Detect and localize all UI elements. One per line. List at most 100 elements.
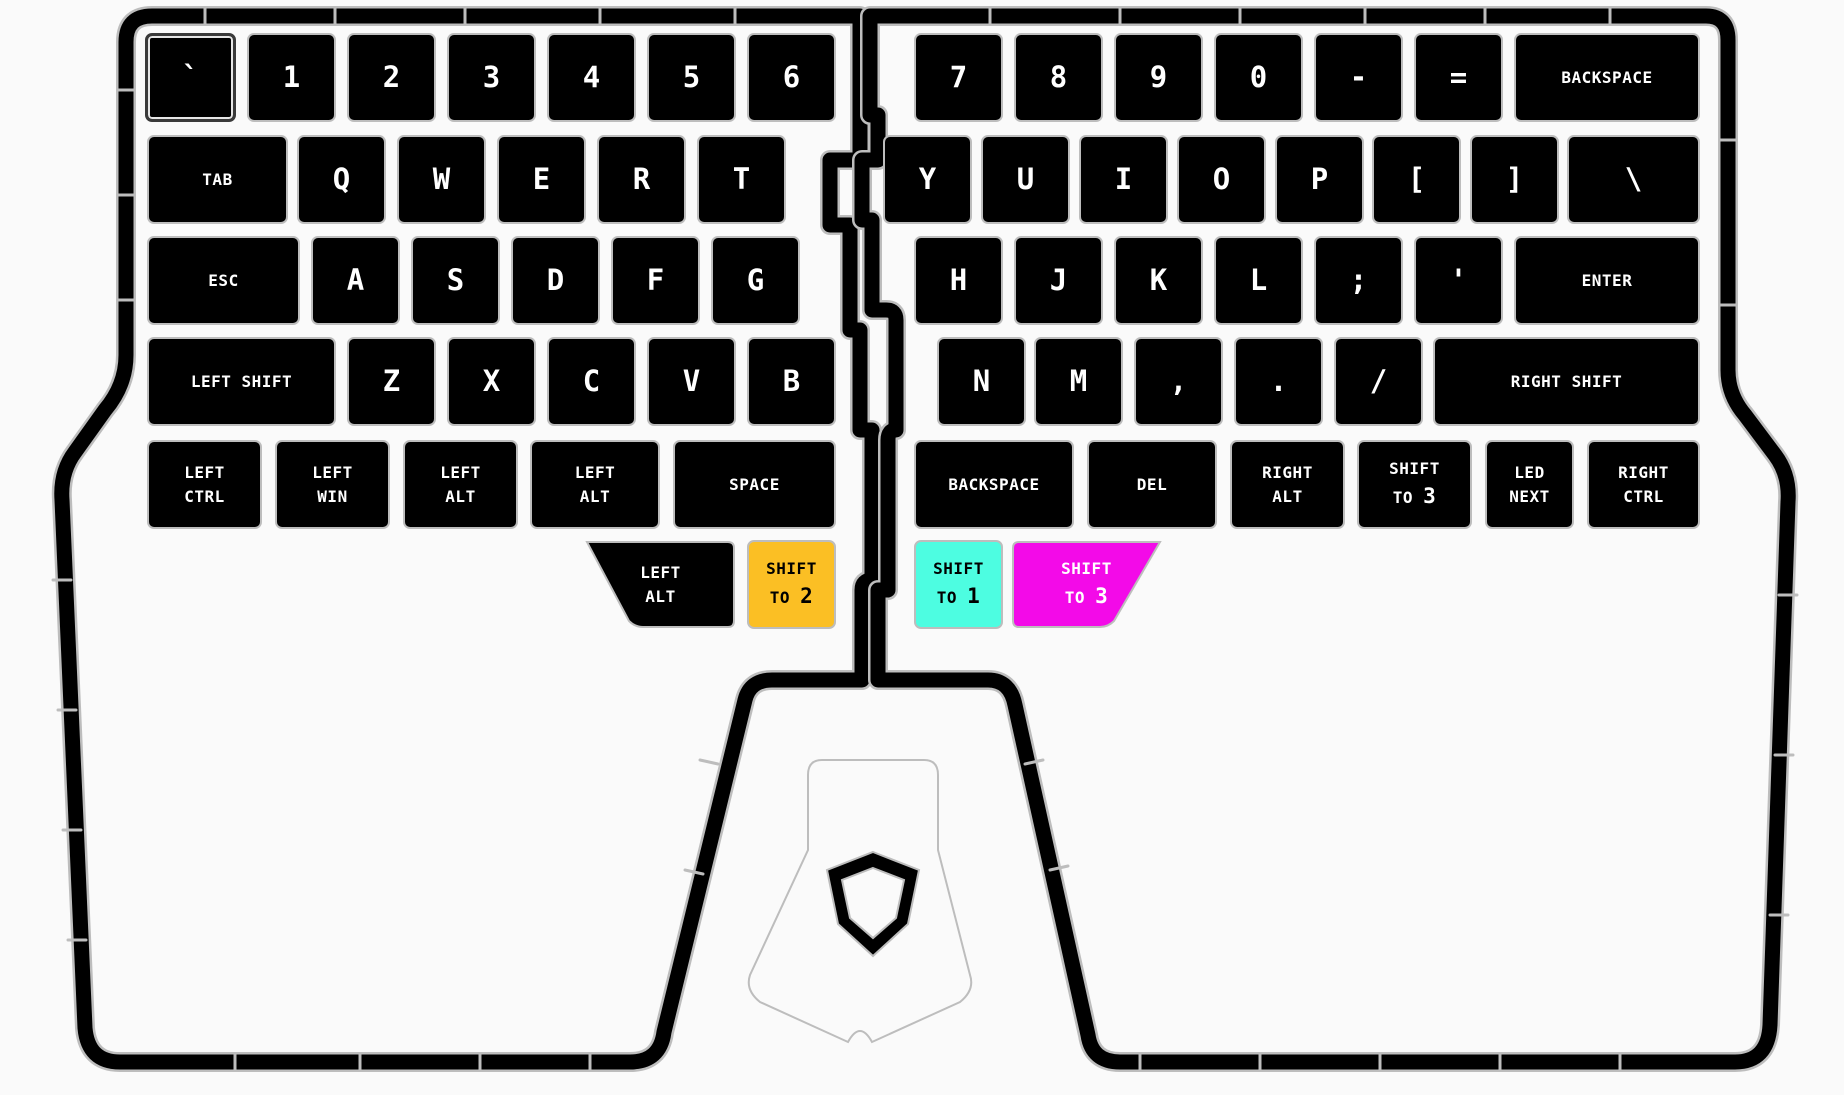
key-backspace-right-label: BACKSPACE [1561,67,1653,87]
key-3[interactable]: 3 [447,33,536,122]
key-m[interactable]: M [1034,337,1123,426]
key-comma[interactable]: , [1134,337,1223,426]
key-7[interactable]: 7 [914,33,1003,122]
key-b[interactable]: B [747,337,836,426]
key-semicolon-label: ; [1349,262,1368,297]
key-p-label: P [1310,161,1329,196]
key-g-label: G [746,262,765,297]
key-backspace-thumb-label: BACKSPACE [948,474,1040,494]
key-s[interactable]: S [411,236,500,325]
key-0[interactable]: 0 [1214,33,1303,122]
key-6[interactable]: 6 [747,33,836,122]
key-w[interactable]: W [397,135,486,224]
key-slash[interactable]: / [1334,337,1423,426]
key-semicolon[interactable]: ; [1314,236,1403,325]
key-rbracket[interactable]: ] [1470,135,1559,224]
key-left-ctrl-label-line-1: LEFT [184,462,225,482]
key-minus[interactable]: - [1314,33,1403,122]
key-space-label: SPACE [729,474,780,494]
key-1[interactable]: 1 [247,33,336,122]
key-shift-to-3-a-layer-number: 3 [1423,483,1437,508]
key-shift-to-3-b-layer-number: 3 [1095,583,1109,608]
key-c[interactable]: C [547,337,636,426]
key-d[interactable]: D [511,236,600,325]
key-u[interactable]: U [981,135,1070,224]
key-v[interactable]: V [647,337,736,426]
key-q-label: Q [332,161,351,196]
key-shift-to-2-label-line-1: SHIFT [766,558,817,578]
key-lbracket[interactable]: [ [1372,135,1461,224]
key-e[interactable]: E [497,135,586,224]
key-k[interactable]: K [1114,236,1203,325]
key-h[interactable]: H [914,236,1003,325]
key-8-label: 8 [1049,59,1068,94]
key-space[interactable]: SPACE [673,440,836,529]
key-k-label: K [1149,262,1168,297]
key-right-ctrl-label-line-1: RIGHT [1618,462,1669,482]
key-tab[interactable]: TAB [147,135,288,224]
key-z[interactable]: Z [347,337,436,426]
key-backspace-right[interactable]: BACKSPACE [1514,33,1700,122]
key-q[interactable]: Q [297,135,386,224]
key-2[interactable]: 2 [347,33,436,122]
key-right-alt-label-line-1: RIGHT [1262,462,1313,482]
key-i[interactable]: I [1079,135,1168,224]
key-enter[interactable]: ENTER [1514,236,1700,325]
key-y[interactable]: Y [883,135,972,224]
key-right-alt[interactable]: RIGHT ALT [1230,440,1345,529]
key-esc[interactable]: ESC [147,236,300,325]
key-f-label: F [646,262,665,297]
key-right-alt-label-line-2: ALT [1272,486,1303,506]
key-o[interactable]: O [1177,135,1266,224]
key-a[interactable]: A [311,236,400,325]
key-backslash[interactable]: \ [1567,135,1700,224]
key-shift-to-3-a-label-line-2: TO 3 [1392,483,1437,508]
key-4[interactable]: 4 [547,33,636,122]
key-grave[interactable]: ` [145,33,236,122]
key-3-label: 3 [482,59,501,94]
key-shift-to-2-layer-number: 2 [800,583,814,608]
key-equals[interactable]: = [1414,33,1503,122]
key-9[interactable]: 9 [1114,33,1203,122]
key-o-label: O [1212,161,1231,196]
key-a-label: A [346,262,365,297]
key-p[interactable]: P [1275,135,1364,224]
key-g[interactable]: G [711,236,800,325]
key-n[interactable]: N [937,337,1026,426]
key-1-label: 1 [282,59,301,94]
key-l[interactable]: L [1214,236,1303,325]
key-2-label: 2 [382,59,401,94]
key-left-shift[interactable]: LEFT SHIFT [147,337,336,426]
key-period[interactable]: . [1234,337,1323,426]
key-d-label: D [546,262,565,297]
key-r[interactable]: R [597,135,686,224]
key-i-label: I [1114,161,1133,196]
key-x[interactable]: X [447,337,536,426]
key-w-label: W [432,161,451,196]
key-backspace-thumb[interactable]: BACKSPACE [914,440,1074,529]
key-t[interactable]: T [697,135,786,224]
key-right-shift-label: RIGHT SHIFT [1510,371,1623,391]
key-8[interactable]: 8 [1014,33,1103,122]
key-rbracket-label: ] [1505,161,1524,196]
key-5[interactable]: 5 [647,33,736,122]
key-right-shift[interactable]: RIGHT SHIFT [1433,337,1700,426]
key-quote[interactable]: ' [1414,236,1503,325]
key-6-label: 6 [782,59,801,94]
key-j[interactable]: J [1014,236,1103,325]
key-f[interactable]: F [611,236,700,325]
key-left-alt-1-label-line-1: LEFT [440,462,481,482]
key-del[interactable]: DEL [1087,440,1217,529]
